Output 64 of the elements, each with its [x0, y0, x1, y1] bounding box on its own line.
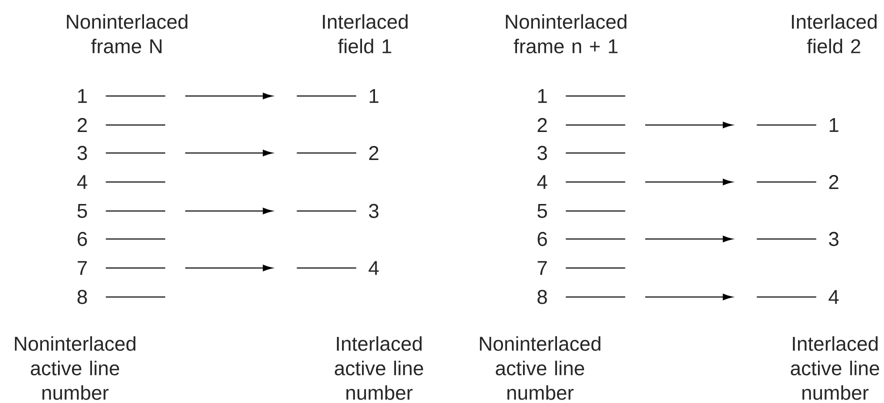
line-number: 6 — [78, 232, 87, 246]
scan-line — [296, 210, 356, 212]
scan-line — [756, 296, 816, 298]
scan-line — [566, 181, 626, 183]
scan-line — [566, 238, 626, 240]
scan-line — [296, 152, 356, 154]
line-number: 2 — [369, 146, 378, 160]
scan-line — [566, 267, 626, 269]
scan-line — [296, 95, 356, 97]
arrow — [645, 178, 732, 186]
line-number: 4 — [77, 175, 88, 189]
line-number: 7 — [538, 261, 547, 275]
scan-line — [106, 267, 166, 269]
line-number: 4 — [828, 290, 839, 304]
line-number: 1 — [370, 89, 378, 103]
line-number: 8 — [538, 290, 547, 304]
scan-line — [566, 152, 626, 154]
line-number: 1 — [830, 118, 838, 132]
arrow — [645, 122, 732, 128]
heading: Noninterlaced frame N — [66, 14, 188, 54]
scan-line — [106, 95, 166, 97]
arrow — [185, 264, 272, 272]
line-number: 5 — [537, 204, 547, 218]
scan-line — [566, 210, 626, 212]
scan-line — [566, 95, 626, 97]
line-number: 6 — [538, 232, 547, 246]
heading: Interlaced field 1 — [322, 14, 408, 54]
line-number: 4 — [537, 175, 548, 189]
heading: Interlaced field 2 — [792, 14, 877, 54]
scan-line — [106, 210, 166, 212]
heading: Interlaced active line number — [334, 336, 424, 400]
arrow — [645, 236, 732, 242]
heading: Noninterlaced frame n + 1 — [506, 14, 626, 54]
line-number: 5 — [77, 204, 87, 218]
line-number: 1 — [78, 89, 87, 103]
arrow — [185, 208, 272, 214]
line-number: 1 — [538, 89, 547, 103]
line-number: 8 — [78, 290, 87, 304]
line-number: 2 — [78, 118, 87, 132]
scan-line — [566, 296, 626, 298]
scan-line — [756, 238, 816, 240]
line-number: 4 — [368, 261, 379, 275]
scan-line — [756, 124, 816, 126]
line-number: 3 — [77, 146, 87, 160]
line-number: 2 — [538, 118, 547, 132]
scan-line — [106, 296, 166, 298]
arrow — [185, 92, 272, 100]
arrow — [185, 150, 272, 156]
scan-line — [106, 124, 166, 126]
line-number: 3 — [368, 204, 378, 218]
scan-line — [106, 181, 166, 183]
heading: Interlaced active line number — [790, 336, 880, 400]
scan-line — [566, 124, 626, 126]
scan-line — [756, 181, 816, 183]
line-number: 7 — [78, 261, 87, 275]
line-number: 2 — [829, 175, 838, 189]
arrow — [645, 294, 732, 300]
scan-line — [296, 267, 356, 269]
scan-line — [106, 152, 166, 154]
heading: Noninterlaced active line number — [480, 336, 600, 400]
scan-line — [106, 238, 166, 240]
line-number: 3 — [537, 146, 547, 160]
heading: Noninterlaced active line number — [14, 336, 136, 400]
line-number: 3 — [828, 232, 838, 246]
